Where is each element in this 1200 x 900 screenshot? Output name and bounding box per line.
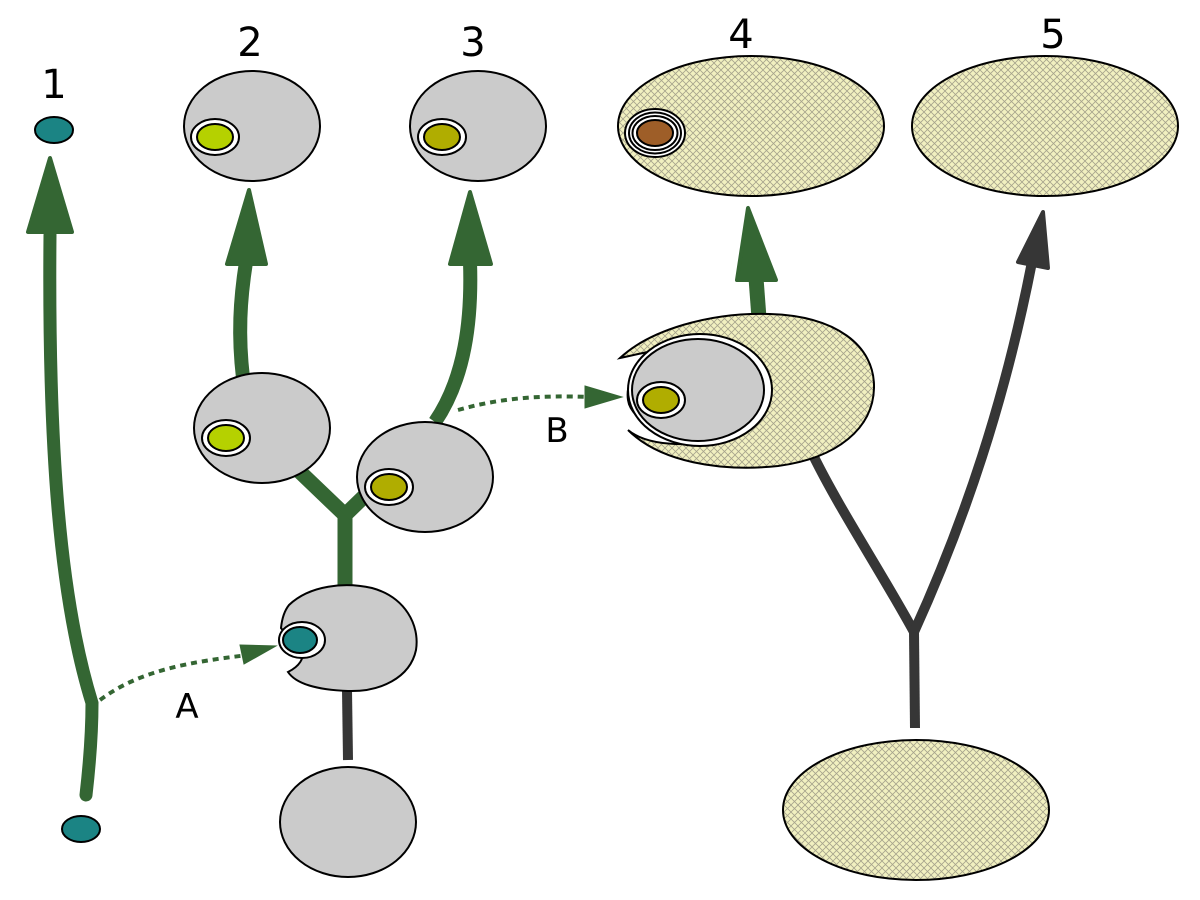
red-algal-cell-mid — [356, 421, 494, 533]
host-stem — [342, 689, 353, 761]
plastid — [423, 123, 461, 151]
green-algal-cell-mid — [193, 372, 331, 484]
free-cyanobacterium-bottom — [61, 815, 101, 843]
lineage-3-cell — [409, 70, 547, 182]
label-event-b: B — [545, 411, 568, 451]
cell-body — [617, 55, 885, 197]
branch-left — [292, 464, 351, 521]
lineage-2-stem — [233, 260, 253, 379]
lineage-4-stem — [748, 277, 767, 319]
lineage-5-arrowhead — [1016, 210, 1050, 270]
label-lineage-3: 3 — [460, 20, 485, 66]
lineage-1-arrowhead — [26, 156, 74, 234]
free-cyanobacterium-top — [34, 116, 74, 144]
transfer-b-arrowhead — [584, 385, 624, 409]
plastid — [196, 123, 234, 151]
secondary-endosymbiosis-cell — [616, 312, 876, 469]
labels: 1 2 3 4 5 A B — [41, 12, 1065, 727]
engulfed-cyanobacterium — [282, 626, 318, 654]
transfer-a-arrowhead — [239, 644, 278, 665]
plastid — [642, 386, 680, 414]
lineage-2-arrowhead — [225, 188, 268, 266]
lineage-3-arrowhead — [448, 190, 493, 266]
lineage-1-stem — [43, 228, 99, 802]
label-lineage-5: 5 — [1040, 12, 1065, 58]
lineage-5-stem — [909, 261, 1037, 635]
lineage-4-cell — [617, 55, 885, 197]
transfer-b-dashed — [457, 394, 591, 412]
dark-branch-left — [808, 452, 919, 635]
label-lineage-2: 2 — [237, 20, 262, 66]
label-lineage-4: 4 — [728, 12, 753, 58]
arrows — [26, 156, 1050, 802]
heterotrophic-host-cell — [782, 739, 1050, 881]
label-event-a: A — [175, 687, 198, 727]
label-lineage-1: 1 — [41, 62, 66, 108]
lineage-4-arrowhead — [735, 206, 778, 282]
lineage-2-cell — [183, 70, 321, 182]
host-engulfing-cyanobacterium — [278, 584, 418, 693]
plastid — [370, 473, 408, 501]
transfer-a-dashed — [98, 653, 249, 702]
plastid — [636, 119, 674, 147]
lineage-3-stem — [429, 261, 478, 426]
plastid — [207, 424, 245, 452]
dark-stem-right — [909, 631, 920, 729]
ancestral-host-cell — [279, 766, 417, 878]
lineage-5-cell — [911, 55, 1179, 197]
